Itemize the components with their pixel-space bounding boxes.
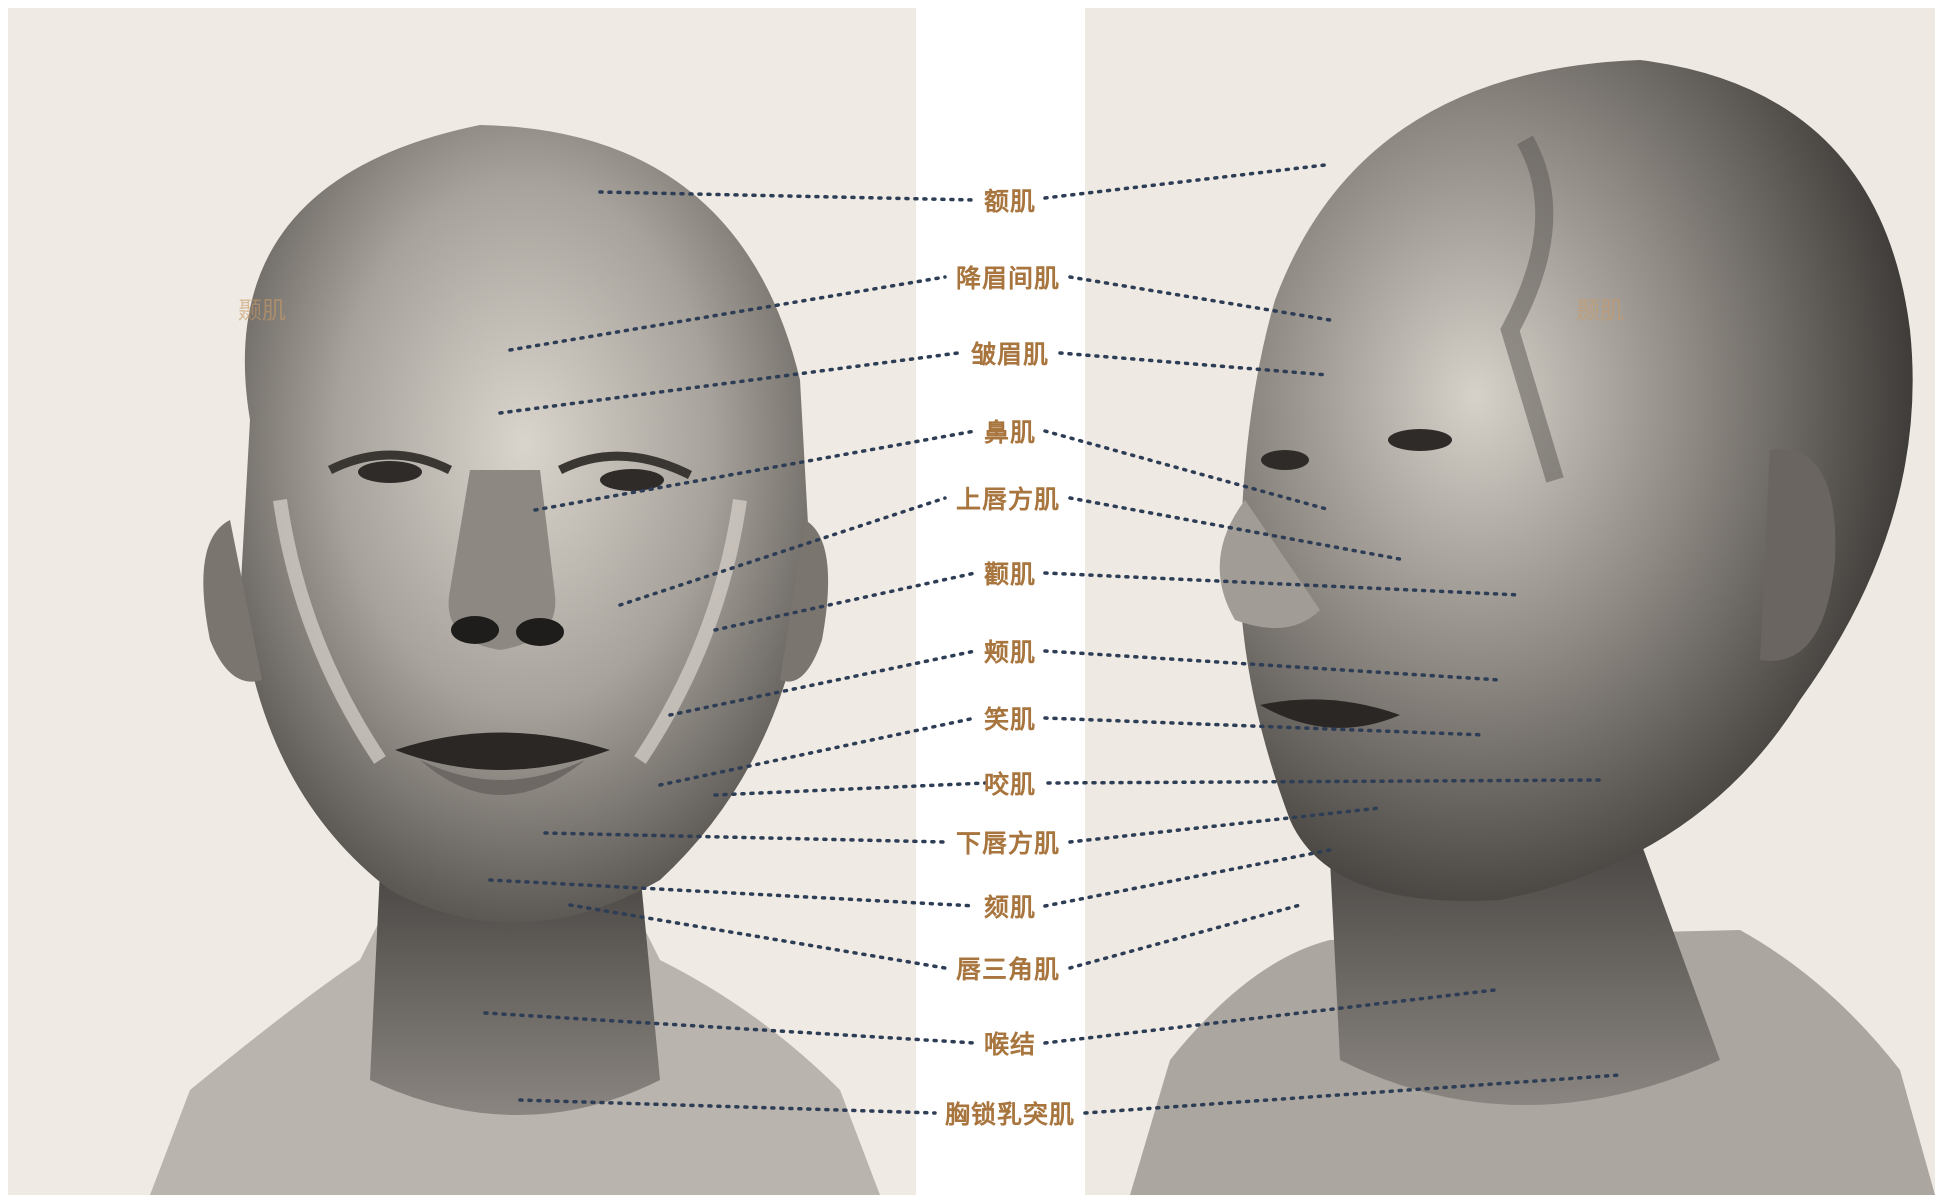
label-adams-apple: 喉结 <box>984 1025 1036 1061</box>
label-nasalis: 鼻肌 <box>984 413 1036 449</box>
label-triangularis: 唇三角肌 <box>956 950 1060 986</box>
label-buccinator: 颊肌 <box>984 633 1036 669</box>
label-zygomaticus: 颧肌 <box>984 555 1036 591</box>
label-mentalis: 颏肌 <box>984 888 1036 924</box>
label-sternocleidomastoid: 胸锁乳突肌 <box>945 1095 1075 1131</box>
label-corrugator: 皱眉肌 <box>971 335 1049 371</box>
label-frontalis: 额肌 <box>984 182 1036 218</box>
label-quadratus-labii-inferioris: 下唇方肌 <box>956 824 1060 860</box>
label-quadratus-labii-superioris: 上唇方肌 <box>956 480 1060 516</box>
label-masseter: 咬肌 <box>984 765 1036 801</box>
label-procerus: 降眉间肌 <box>956 259 1060 295</box>
label-risorius: 笑肌 <box>984 700 1036 736</box>
faint-label-temporalis-left: 颞肌 <box>238 291 286 326</box>
faint-label-temporalis-right: 颞肌 <box>1576 291 1624 326</box>
